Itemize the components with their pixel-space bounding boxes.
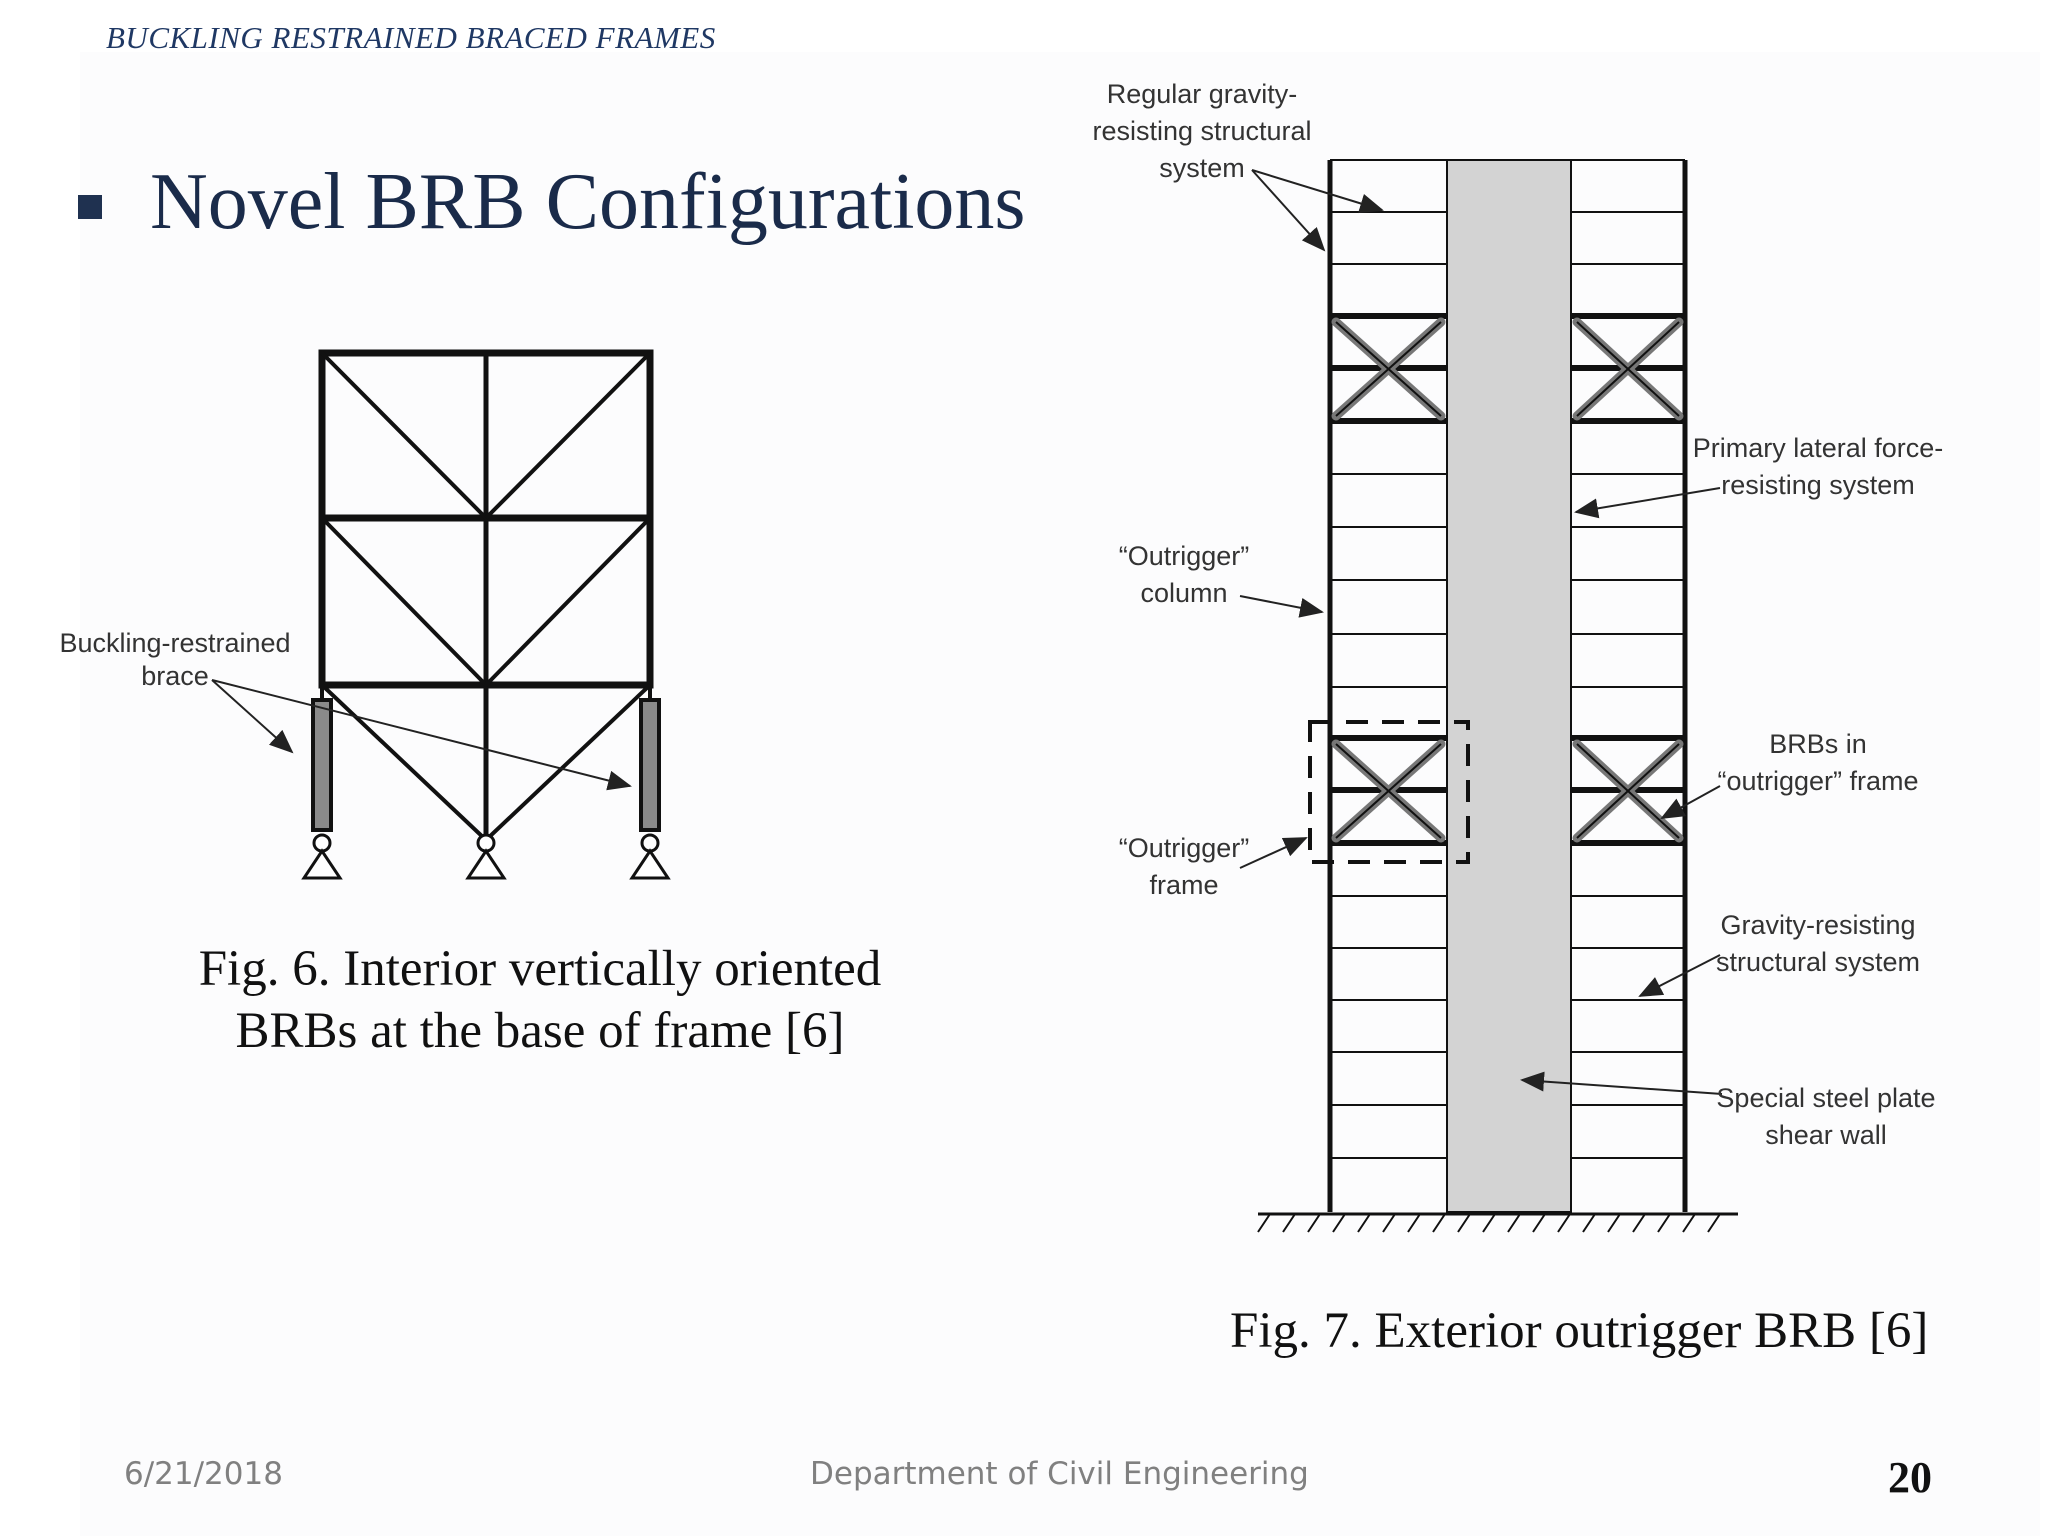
fig6-caption-line1: Fig. 6. Interior vertically oriented xyxy=(198,941,882,997)
fig6-pin-support xyxy=(301,833,671,880)
fig7-label-brbs-l2: “outrigger” frame xyxy=(1717,766,1918,796)
fig6-label-line2: brace xyxy=(141,661,209,691)
fig6-brace xyxy=(484,351,652,520)
slide-title: Novel BRB Configurations xyxy=(150,158,1026,246)
bullet-square-icon xyxy=(78,195,102,219)
fig7-label-primary-l2: resisting system xyxy=(1721,470,1915,500)
fig7-label-brbs-l1: BRBs in xyxy=(1769,729,1867,759)
fig7-label-outcol-l1: “Outrigger” xyxy=(1119,541,1250,571)
fig6-brace xyxy=(484,516,652,687)
fig6-frame xyxy=(318,349,654,842)
fig7-left-stack xyxy=(1327,159,1448,1212)
fig7-brb-brace-outline xyxy=(1335,321,1680,839)
fig7-label-outframe-l2: frame xyxy=(1149,870,1218,900)
footer-date: 6/21/2018 xyxy=(124,1456,283,1492)
fig7-label-gravres-l1: Gravity-resisting xyxy=(1720,910,1915,940)
fig7-outrigger-frame-highlight xyxy=(1308,720,1470,864)
footer-page-number: 20 xyxy=(1888,1453,1932,1502)
fig6-label-line1: Buckling-restrained xyxy=(59,628,290,658)
fig7-shear-wall xyxy=(1446,159,1572,1213)
fig7-caption: Fig. 7. Exterior outrigger BRB [6] xyxy=(1230,1303,1929,1359)
fig6-brace xyxy=(320,516,488,687)
fig6-caption-line2: BRBs at the base of frame [6] xyxy=(235,1003,845,1059)
fig7-label-gravity-l3: system xyxy=(1159,153,1245,183)
fig6-caption: Fig. 6. Interior vertically oriented BRB… xyxy=(150,938,930,1062)
fig7-right-stack xyxy=(1571,159,1688,1212)
fig7-label-primary-l1: Primary lateral force- xyxy=(1693,433,1944,463)
fig7-label-gravity-l1: Regular gravity- xyxy=(1107,79,1298,109)
fig6-brace xyxy=(320,683,488,842)
slide-background-panel xyxy=(80,52,2040,1536)
fig7-label-outframe-l1: “Outrigger” xyxy=(1119,833,1250,863)
fig7-label-outcol-l2: column xyxy=(1140,578,1227,608)
footer-department: Department of Civil Engineering xyxy=(810,1456,1309,1492)
fig7-label-ssp-l2: shear wall xyxy=(1765,1120,1887,1150)
fig6-brace xyxy=(484,683,652,842)
fig7-label-gravity-l2: resisting structural xyxy=(1092,116,1311,146)
slide-header: BUCKLING RESTRAINED BRACED FRAMES xyxy=(106,20,716,55)
fig7-label-gravres-l2: structural system xyxy=(1716,947,1920,977)
fig7-ground xyxy=(1257,1212,1738,1233)
fig6-brace xyxy=(320,351,488,520)
fig7-label-ssp-l1: Special steel plate xyxy=(1716,1083,1935,1113)
